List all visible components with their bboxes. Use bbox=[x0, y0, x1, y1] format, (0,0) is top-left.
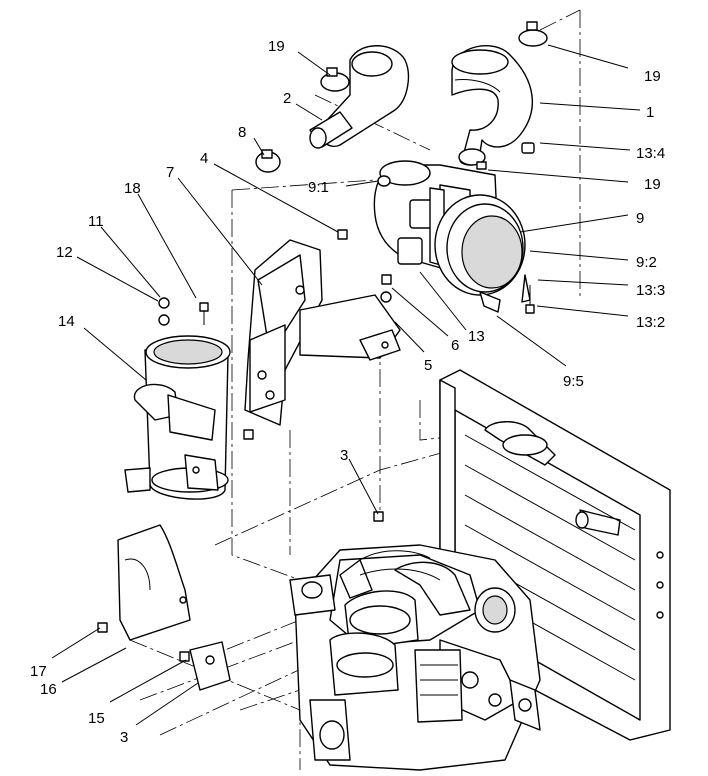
callout-15: 15 bbox=[88, 710, 105, 727]
callout-9-5: 9:5 bbox=[563, 373, 584, 390]
callout-13-3: 13:3 bbox=[636, 282, 665, 299]
callout-19-top-left: 19 bbox=[268, 38, 285, 55]
callout-6: 6 bbox=[451, 337, 459, 354]
heat-shield-16 bbox=[117, 524, 191, 641]
callout-8: 8 bbox=[238, 124, 246, 141]
callout-13-4: 13:4 bbox=[636, 145, 665, 162]
callout-9: 9 bbox=[636, 210, 644, 227]
hose-clamps bbox=[255, 21, 548, 173]
callout-11: 11 bbox=[88, 213, 104, 230]
callout-labels: 19 19 2 1 8 4 13:4 9:1 19 7 18 11 12 9 9… bbox=[30, 38, 665, 746]
callout-19-top-right: 19 bbox=[644, 68, 661, 85]
callout-16: 16 bbox=[40, 681, 57, 698]
callout-17: 17 bbox=[30, 663, 47, 680]
callout-2: 2 bbox=[283, 90, 291, 107]
callout-1: 1 bbox=[646, 104, 654, 121]
callout-9-2: 9:2 bbox=[636, 254, 657, 271]
mounting-bracket-7 bbox=[244, 239, 323, 426]
callout-12: 12 bbox=[56, 244, 73, 261]
callout-13-2: 13:2 bbox=[636, 314, 665, 331]
air-cleaner-9 bbox=[373, 142, 535, 313]
callout-18: 18 bbox=[124, 180, 141, 197]
callout-9-1: 9:1 bbox=[308, 179, 329, 196]
leader-lines bbox=[51, 44, 641, 726]
callout-3-bottom: 3 bbox=[120, 729, 128, 746]
callout-7: 7 bbox=[166, 164, 174, 181]
callout-19-mid: 19 bbox=[644, 176, 661, 193]
callout-13: 13 bbox=[468, 328, 485, 345]
callout-3-mid: 3 bbox=[340, 447, 348, 464]
air-intake-elbow-1 bbox=[451, 45, 534, 166]
intake-hose-2 bbox=[309, 45, 410, 149]
fasteners bbox=[97, 229, 535, 686]
engine-block bbox=[289, 544, 541, 771]
muffler-14 bbox=[124, 335, 231, 500]
callout-4: 4 bbox=[200, 150, 208, 167]
callout-14: 14 bbox=[58, 313, 75, 330]
callout-5: 5 bbox=[424, 357, 432, 374]
mounting-plate-5 bbox=[299, 294, 401, 361]
bracket-15 bbox=[189, 641, 231, 691]
